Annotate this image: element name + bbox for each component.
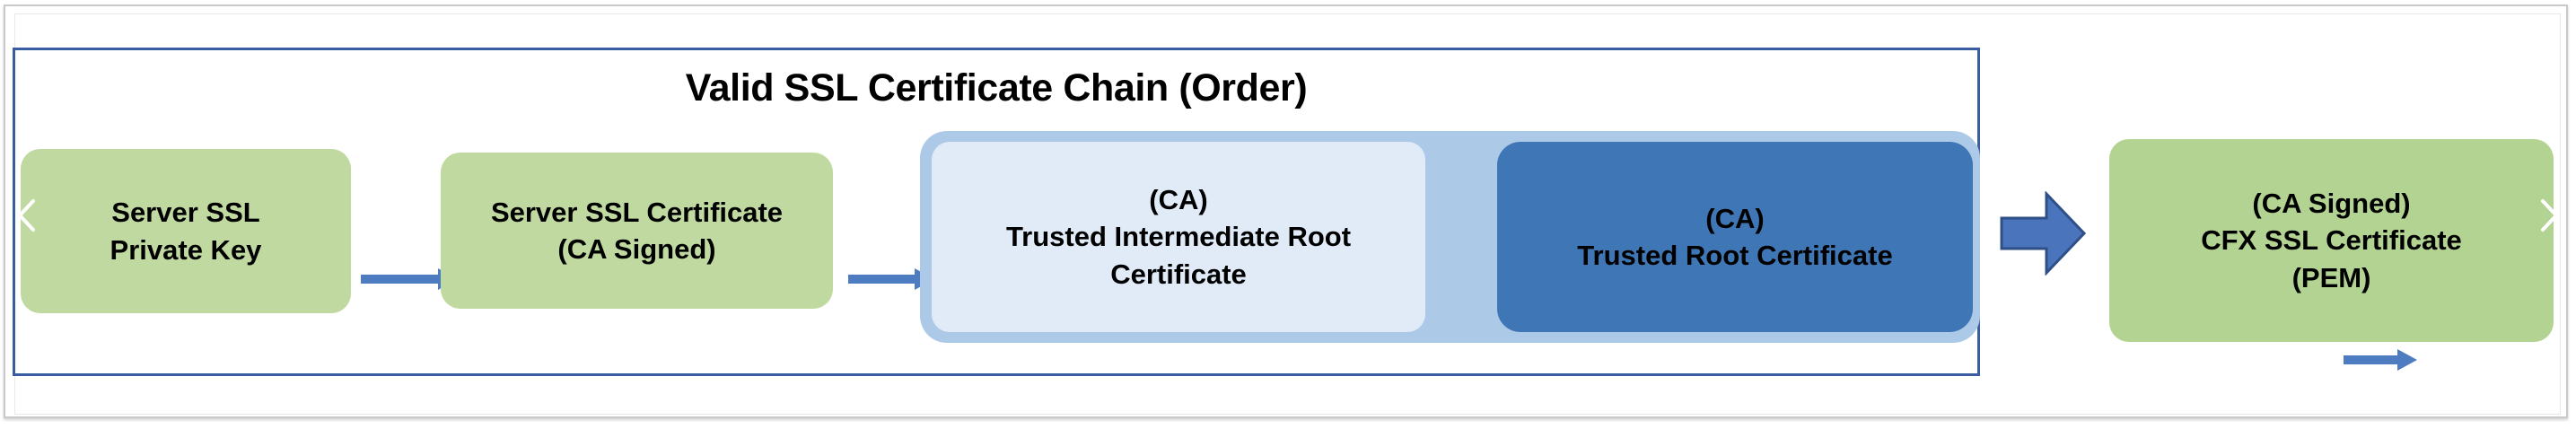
connector-arrow-intermediate-to-root (2344, 349, 2417, 371)
node-line: (CA Signed) (2252, 188, 2411, 220)
chevron-left-icon[interactable] (13, 196, 43, 235)
node-line: Trusted Intermediate Root (1005, 221, 1352, 253)
node-line: Private Key (110, 233, 262, 266)
node-trusted-root-certificate[interactable]: (CA) Trusted Root Certificate (1497, 142, 1973, 332)
node-line: Server SSL Certificate (490, 196, 784, 228)
node-server-ssl-certificate[interactable]: Server SSL Certificate (CA Signed) (441, 153, 833, 309)
arrow-shaft (2344, 355, 2397, 364)
node-line: (PEM) (2291, 261, 2371, 293)
arrow-head-icon (2397, 349, 2417, 371)
node-server-ssl-private-key[interactable]: Server SSL Private Key (21, 149, 351, 313)
node-trusted-intermediate-root-certificate[interactable]: (CA) Trusted Intermediate Root Certifica… (932, 142, 1425, 332)
node-line: Trusted Root Certificate (1577, 240, 1893, 271)
node-cfx-ssl-certificate[interactable]: (CA Signed) CFX SSL Certificate (PEM) (2109, 139, 2554, 342)
chevron-right-icon[interactable] (2533, 196, 2563, 235)
node-line: Server SSL (111, 197, 260, 229)
node-label: Server SSL Certificate (CA Signed) (482, 194, 792, 267)
node-label: Server SSL Private Key (101, 194, 271, 267)
arrow-shaft (361, 275, 438, 284)
ca-group-band: (CA) Trusted Intermediate Root Certifica… (920, 131, 2417, 371)
node-line: CFX SSL Certificate (2201, 224, 2462, 257)
block-arrow-root-to-cfx (2000, 191, 2086, 276)
node-label: (CA Signed) CFX SSL Certificate (PEM) (2192, 185, 2471, 296)
node-line: Certificate (1110, 258, 1247, 290)
node-label: (CA) Trusted Intermediate Root Certifica… (997, 181, 1360, 293)
diagram-title: Valid SSL Certificate Chain (Order) (685, 66, 1308, 109)
ssl-chain-container: Valid SSL Certificate Chain (Order) Serv… (13, 48, 2417, 376)
node-line: (CA Signed) (557, 233, 716, 265)
node-label: (CA) Trusted Root Certificate (1568, 200, 1901, 274)
node-line: (CA) (1149, 184, 1208, 216)
arrow-shaft (848, 275, 915, 284)
node-line: (CA) (1705, 202, 1765, 234)
